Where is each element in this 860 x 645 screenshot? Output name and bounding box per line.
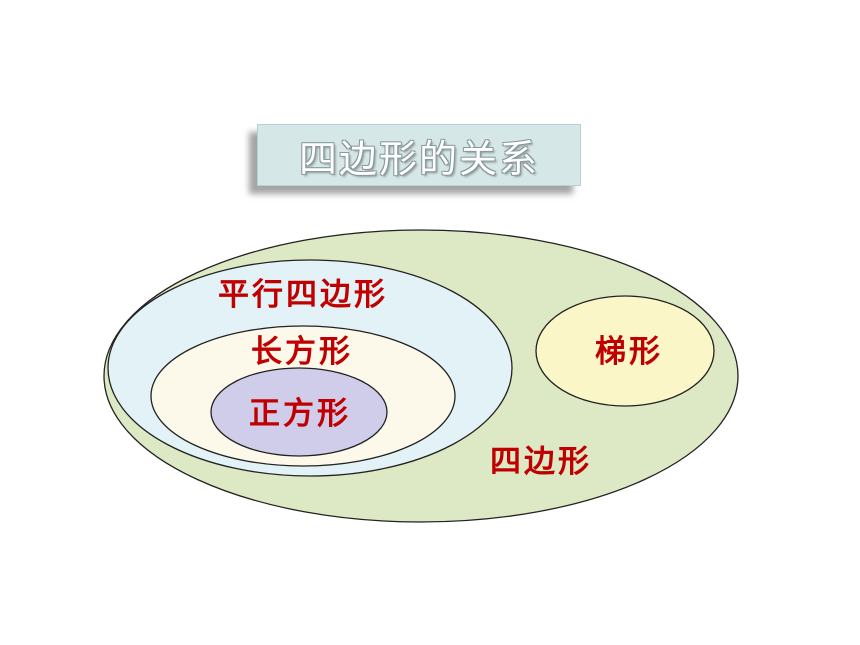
square-region [210, 367, 388, 457]
quadrilateral-label: 四边形 [490, 444, 592, 480]
trapezoid-label: 梯形 [595, 334, 663, 370]
title-box: 四边形的关系 [257, 124, 581, 186]
trapezoid-region [535, 295, 715, 407]
rectangle-label: 长方形 [251, 334, 353, 370]
diagram-title: 四边形的关系 [298, 136, 539, 181]
parallelogram-label: 平行四边形 [218, 277, 388, 313]
square-label: 正方形 [249, 396, 351, 432]
